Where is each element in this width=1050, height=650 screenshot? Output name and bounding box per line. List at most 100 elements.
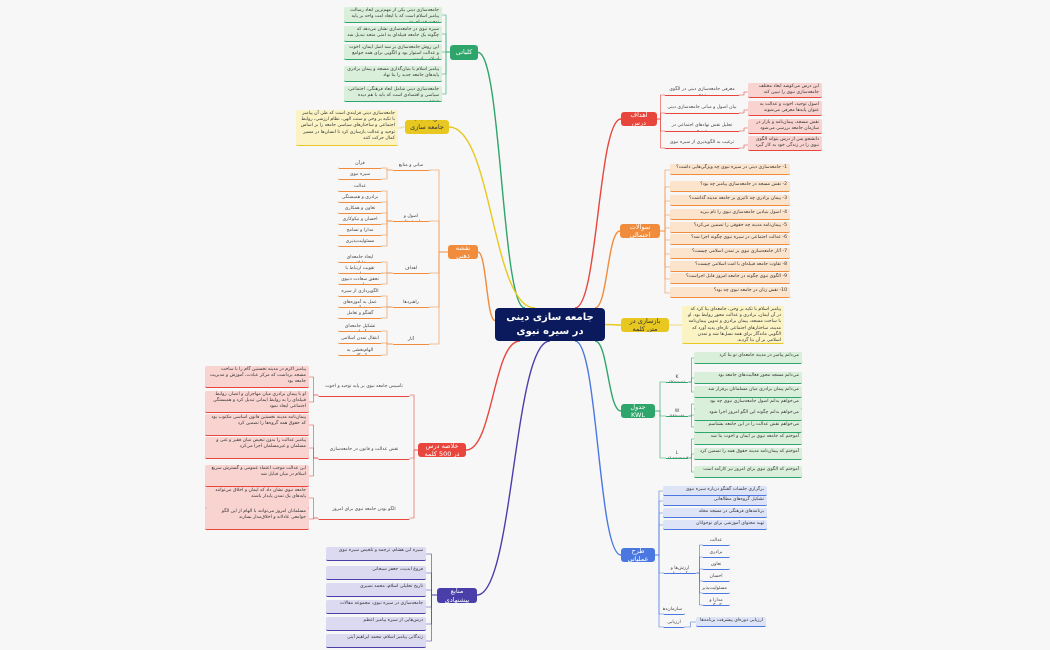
lesson-group-label[interactable]: تأسیس جامعه نبوی بر پایه توحید و اخوت: [318, 383, 410, 397]
lesson-leaf[interactable]: مسلمانان امروز می‌توانند با الهام از این…: [205, 508, 309, 530]
concept-item[interactable]: الگوپردازی از سیره نبوی: [338, 288, 382, 297]
plan-bottom-label[interactable]: ارزیابی: [663, 619, 685, 628]
concept-item[interactable]: احسان و نیکوکاری: [338, 216, 382, 225]
goal-note[interactable]: این درس می‌کوشد ابعاد مختلف جامعه‌سازی ن…: [748, 83, 822, 98]
concept-item[interactable]: تقویت ارتباط با خداوند: [338, 265, 382, 274]
concept-item[interactable]: تحقق سعادت دنیوی و اخروی: [338, 276, 382, 285]
branch-goals[interactable]: اهداف درس: [621, 112, 657, 126]
kwl-leaf[interactable]: می‌دانم مسجد محور فعالیت‌های جامعه بود: [694, 372, 802, 384]
plan-value[interactable]: احسان: [702, 573, 730, 582]
lesson-leaf[interactable]: پیامبر عدالت را بدون تبعیض میان فقیر و غ…: [205, 437, 309, 459]
source-leaf[interactable]: جامعه‌سازی در سیره نبوی، مجموعه مقالات: [326, 600, 426, 614]
kwl-leaf[interactable]: می‌خواهم بدانم چگونه این الگو امروز اجرا…: [694, 409, 802, 421]
lesson-group-label[interactable]: نقش عدالت و قانون در جامعه‌سازی: [318, 446, 410, 460]
concept-item[interactable]: تشکیل جامعه‌ای آرمانی: [338, 323, 382, 332]
plan-value[interactable]: برادری: [702, 549, 730, 558]
concept-item[interactable]: عدالت: [338, 183, 382, 192]
branch-define[interactable]: تعریف جدید جامعه سازی دینی: [405, 120, 449, 134]
kwl-group-label[interactable]: L (Learned): [665, 450, 689, 459]
concept-item[interactable]: مسئولیت‌پذیری: [338, 238, 382, 247]
source-leaf[interactable]: سیره ابن هشام، ترجمه و تلخیص سیره نبوی: [326, 547, 426, 561]
question-leaf[interactable]: 6- عدالت اجتماعی در سیره نبوی چگونه اجرا…: [670, 234, 790, 245]
kwl-leaf[interactable]: آموختم که الگوی نبوی برای امروز نیز کارآ…: [694, 466, 802, 478]
goal-label[interactable]: بیان اصول و مبانی جامعه‌سازی دینی: [664, 104, 740, 114]
plan-bottom-note[interactable]: ارزیابی دوره‌ای پیشرفت برنامه‌ها: [696, 617, 766, 627]
goal-note[interactable]: نقش مسجد، پیمان‌نامه و بازار در سازمان ج…: [748, 119, 822, 134]
goal-label[interactable]: تحلیل نقش نهادهای اجتماعی در سیره: [664, 122, 740, 132]
plan-bottom-label[interactable]: سازمان‌دهی: [663, 606, 685, 615]
question-leaf[interactable]: 4- اصول بنیادین جامعه‌سازی نبوی را نام ب…: [670, 209, 790, 220]
question-leaf[interactable]: 2- نقش مسجد در جامعه‌سازی پیامبر چه بود؟: [670, 181, 790, 192]
concept-item[interactable]: الهام‌بخشی به آیندگان: [338, 347, 382, 356]
lesson-leaf[interactable]: او با پیمان برادری میان مهاجران و انصار،…: [205, 391, 309, 413]
concept-item[interactable]: قرآن: [338, 160, 382, 169]
concept-group-label[interactable]: مبانی و منابع: [392, 162, 430, 171]
plan-item[interactable]: برگزاری جلسات گفتگو درباره سیره نبوی: [663, 486, 767, 496]
rewrite-leaf[interactable]: پیامبر اسلام با تکیه بر وحی، جامعه‌ای بن…: [682, 306, 784, 344]
goal-note[interactable]: دانشجو پس از درس بتواند الگوی نبوی را در…: [748, 136, 822, 151]
concept-item[interactable]: برادری و همبستگی: [338, 194, 382, 203]
intro-leaf[interactable]: جامعه‌سازی دینی یکی از مهم‌ترین ابعاد رس…: [344, 7, 442, 23]
intro-leaf[interactable]: جامعه‌سازی دینی شامل ابعاد فرهنگی، اجتما…: [344, 86, 442, 102]
concept-item[interactable]: گفتگو و تعامل: [338, 310, 382, 319]
source-leaf[interactable]: تاریخ تحلیلی اسلام، محمد نصیری: [326, 583, 426, 597]
source-leaf[interactable]: زندگانی پیامبر اسلام، محمد ابراهیم آیتی: [326, 634, 426, 648]
plan-item[interactable]: تشکیل گروه‌های مطالعاتی: [663, 496, 767, 506]
concept-group-label[interactable]: اهداف: [392, 265, 430, 274]
branch-questions[interactable]: سوالات احتمالی: [620, 224, 660, 238]
goal-label[interactable]: معرفی جامعه‌سازی دینی در الگوی نبوی: [664, 86, 740, 96]
lesson-leaf[interactable]: پیمان‌نامه مدینه نخستین قانون اساسی مکتو…: [205, 414, 309, 436]
branch-plan[interactable]: طرح عملیاتی: [621, 548, 655, 562]
question-leaf[interactable]: 3- پیمان برادری چه تأثیری بر جامعه مدینه…: [670, 195, 790, 206]
concept-group-label[interactable]: اصول و ارزش‌های بنیادین: [392, 213, 430, 222]
root-node[interactable]: جامعه سازی دینی در سیره نبوی: [495, 308, 605, 341]
branch-rewrite[interactable]: بازسازی در متن کلمه: [621, 318, 669, 332]
plan-value[interactable]: مدارا و گفتگو: [702, 597, 730, 606]
goal-label[interactable]: ترغیب به الگوپذیری از سیره نبوی: [664, 139, 740, 149]
concept-item[interactable]: سیره نبوی: [338, 171, 382, 180]
branch-lesson[interactable]: خلاصه درس در 500 کلمه: [418, 443, 466, 457]
branch-intro[interactable]: کلیاتی: [450, 45, 478, 60]
lesson-leaf[interactable]: جامعه نبوی نشان داد که ایمان و اخلاق می‌…: [205, 487, 309, 509]
kwl-leaf[interactable]: آموختم که جامعه نبوی بر ایمان و اخوت بنا…: [694, 433, 802, 445]
question-leaf[interactable]: 9- الگوی نبوی چگونه در جامعه امروز قابل …: [670, 273, 790, 284]
branch-concept[interactable]: نقشه ذهنی: [448, 245, 478, 259]
plan-value[interactable]: عدالت: [702, 537, 730, 546]
question-leaf[interactable]: 8- تفاوت جامعه قبیله‌ای با امت اسلامی چی…: [670, 261, 790, 272]
kwl-group-label[interactable]: K (Know): [665, 374, 689, 383]
kwl-leaf[interactable]: آموختم که پیمان‌نامه مدینه حقوق همه را ت…: [694, 448, 802, 460]
kwl-leaf[interactable]: می‌دانم پیمان برادری میان مسلمانان برقرا…: [694, 386, 802, 398]
branch-kwl[interactable]: جدول KWL: [621, 404, 655, 418]
question-leaf[interactable]: 5- پیمان‌نامه مدینه چه حقوقی را تضمین می…: [670, 222, 790, 233]
plan-item[interactable]: تهیه محتوای آموزشی برای نوجوانان: [663, 520, 767, 530]
source-leaf[interactable]: فروغ ابدیت، جعفر سبحانی: [326, 566, 426, 580]
concept-item[interactable]: مدارا و تسامح: [338, 227, 382, 236]
lesson-group-label[interactable]: الگو بودن جامعه نبوی برای امروز: [318, 506, 410, 520]
edge-plan-item: [655, 524, 663, 556]
plan-item[interactable]: برنامه‌های فرهنگی در مسجد محله: [663, 508, 767, 518]
question-leaf[interactable]: 10- نقش زنان در جامعه نبوی چه بود؟: [670, 287, 790, 298]
concept-group-label[interactable]: راهبردها: [392, 299, 430, 308]
plan-value[interactable]: مسئولیت‌پذیری: [702, 585, 730, 594]
concept-item[interactable]: عمل به آموزه‌های قرآنی: [338, 299, 382, 308]
lesson-leaf[interactable]: پیامبر اکرم در مدینه نخستین گام را با سا…: [205, 366, 309, 388]
concept-item[interactable]: تعاون و همکاری: [338, 205, 382, 214]
kwl-leaf[interactable]: می‌دانم پیامبر در مدینه جامعه‌ای نو بنا …: [694, 352, 802, 364]
define-leaf[interactable]: جامعه‌سازی دینی فرایندی است که طی آن پیا…: [296, 110, 398, 146]
concept-item[interactable]: ایجاد جامعه‌ای عادلانه: [338, 254, 382, 263]
question-leaf[interactable]: 1- جامعه‌سازی دینی در سیره نبوی چه ویژگی…: [670, 164, 790, 175]
goal-note[interactable]: اصول توحید، اخوت و عدالت به عنوان پایه‌ه…: [748, 101, 822, 116]
kwl-group-label[interactable]: W (Want): [665, 408, 689, 417]
concept-group-label[interactable]: آثار: [392, 336, 430, 345]
source-leaf[interactable]: درس‌هایی از سیره پیامبر اعظم: [326, 617, 426, 631]
question-leaf[interactable]: 7- آثار جامعه‌سازی نبوی بر تمدن اسلامی چ…: [670, 248, 790, 259]
plan-value[interactable]: تعاون: [702, 561, 730, 570]
intro-leaf[interactable]: سیره نبوی در جامعه‌سازی نشان می‌دهد که چ…: [344, 26, 442, 42]
intro-leaf[interactable]: پیامبر اسلام با بنیان‌گذاری مسجد و پیمان…: [344, 66, 442, 82]
plan-values-label[interactable]: ارزش‌ها و آموزه‌ها: [663, 565, 697, 574]
lesson-leaf[interactable]: این عدالت موجب اعتماد عمومی و گسترش سریع…: [205, 465, 309, 487]
kwl-leaf[interactable]: می‌خواهم نقش عدالت را در این جامعه بشناس…: [694, 421, 802, 433]
intro-leaf[interactable]: این روش جامعه‌سازی بر سه اصل ایمان، اخوت…: [344, 44, 442, 60]
concept-item[interactable]: انتقال تمدن اسلامی: [338, 335, 382, 344]
branch-sources[interactable]: منابع پیشنهادی: [437, 588, 477, 603]
